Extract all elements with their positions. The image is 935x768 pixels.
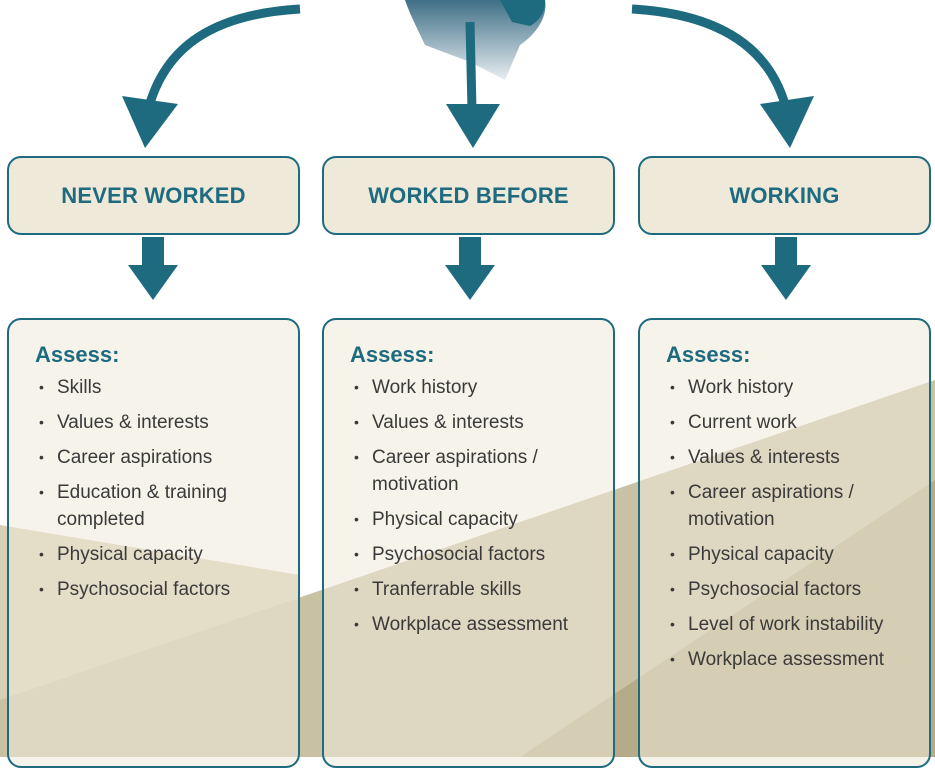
list-item: • Workplace assessment (350, 611, 593, 638)
assess-box-working: Assess: • Work history • Current work • Val… (638, 318, 931, 768)
bullet-icon: • (39, 484, 44, 500)
list-item: • Workplace assessment (666, 646, 909, 673)
header-never-worked: NEVER WORKED (7, 156, 300, 235)
list-item-label: Values & interests (57, 412, 209, 433)
list-item-label: Physical capacity (688, 544, 834, 565)
list-item: • Work history (666, 374, 909, 401)
list-item: • Psychosocial factors (350, 541, 593, 568)
list-item: • Skills (35, 374, 278, 401)
list-item: • Career aspirations / motivation (350, 444, 593, 498)
list-item: • Career aspirations / motivation (666, 479, 909, 533)
list-item-label: Psychosocial factors (372, 544, 546, 565)
block-arrow-2 (445, 237, 495, 300)
list-item-label: Career aspirations / motivation (372, 447, 538, 495)
list-item-label: Workplace assessment (688, 649, 885, 670)
bullet-icon: • (670, 414, 675, 430)
bullet-icon: • (39, 581, 44, 597)
list-item-label: Workplace assessment (372, 614, 569, 635)
assess-list: • Work history • Current work • Values & in… (666, 374, 909, 673)
list-item: • Physical capacity (350, 506, 593, 533)
list-item-label: Physical capacity (372, 509, 518, 530)
block-arrow-3 (761, 237, 811, 300)
bullet-icon: • (354, 581, 359, 597)
assess-title: Assess: (666, 342, 751, 367)
list-item-label: Psychosocial factors (57, 579, 231, 600)
bullet-icon: • (670, 546, 675, 562)
assess-title: Assess: (35, 342, 120, 367)
bullet-icon: • (354, 616, 359, 632)
list-item-label: Values & interests (372, 412, 524, 433)
assess-list: • Work history • Values & interests • Caree… (350, 374, 593, 638)
bullet-icon: • (670, 379, 675, 395)
bullet-icon: • (354, 414, 359, 430)
list-item: • Level of work instability (666, 611, 909, 638)
list-item: • Physical capacity (35, 541, 278, 568)
assess-box-worked-before: Assess: • Work history • Values & interest… (322, 318, 615, 768)
header-label: WORKED BEFORE (368, 182, 569, 208)
bullet-icon: • (39, 414, 44, 430)
list-item-label: Values & interests (688, 447, 840, 468)
list-item-label: Physical capacity (57, 544, 203, 565)
bullet-icon: • (354, 511, 359, 527)
list-item-label: Level of work instability (688, 614, 884, 635)
list-item: • Psychosocial factors (35, 576, 278, 603)
curved-arrow-right (631, 4, 791, 110)
curved-arrow-left (143, 4, 301, 112)
list-item-label: Tranferrable skills (372, 579, 522, 600)
list-item: • Values & interests (35, 409, 278, 436)
bullet-icon: • (354, 546, 359, 562)
bullet-icon: • (670, 581, 675, 597)
list-item: • Psychosocial factors (666, 576, 909, 603)
list-item: • Career aspirations (35, 444, 278, 471)
curved-arrow-right-head (760, 96, 814, 148)
bullet-icon: • (670, 651, 675, 667)
assess-list: • Skills • Values & interests • Career aspi… (35, 374, 278, 603)
bullet-icon: • (670, 484, 675, 500)
bullet-icon: • (39, 449, 44, 465)
list-item-label: Education & training completed (57, 482, 228, 530)
list-item-label: Current work (688, 412, 797, 433)
list-item: • Work history (350, 374, 593, 401)
bullet-icon: • (39, 546, 44, 562)
list-item: • Physical capacity (666, 541, 909, 568)
bullet-icon: • (670, 449, 675, 465)
list-item-label: Career aspirations (57, 447, 213, 468)
figure-detail (500, 0, 546, 26)
list-item: • Current work (666, 409, 909, 436)
bullet-icon: • (354, 449, 359, 465)
header-working: WORKING (638, 156, 931, 235)
block-arrow-1 (128, 237, 178, 300)
list-item-label: Psychosocial factors (688, 579, 862, 600)
straight-arrow-center (465, 21, 477, 111)
list-item: • Values & interests (666, 444, 909, 471)
figure-illustration (405, 0, 546, 80)
straight-arrow-center-head (446, 104, 500, 148)
list-item-label: Career aspirations / motivation (688, 482, 854, 530)
list-item: • Values & interests (350, 409, 593, 436)
header-label: NEVER WORKED (61, 182, 246, 208)
assess-title: Assess: (350, 342, 435, 367)
bullet-icon: • (39, 379, 44, 395)
bullet-icon: • (670, 616, 675, 632)
list-item-label: Skills (57, 377, 102, 398)
curved-arrow-left-head (122, 96, 178, 148)
list-item: • Tranferrable skills (350, 576, 593, 603)
list-item-label: Work history (372, 377, 478, 398)
list-item: • Education & training completed (35, 479, 278, 533)
header-worked-before: WORKED BEFORE (322, 156, 615, 235)
bullet-icon: • (354, 379, 359, 395)
header-label: WORKING (729, 182, 840, 208)
assess-box-never-worked: Assess: • Skills • Values & interests • Car… (7, 318, 300, 768)
list-item-label: Work history (688, 377, 794, 398)
